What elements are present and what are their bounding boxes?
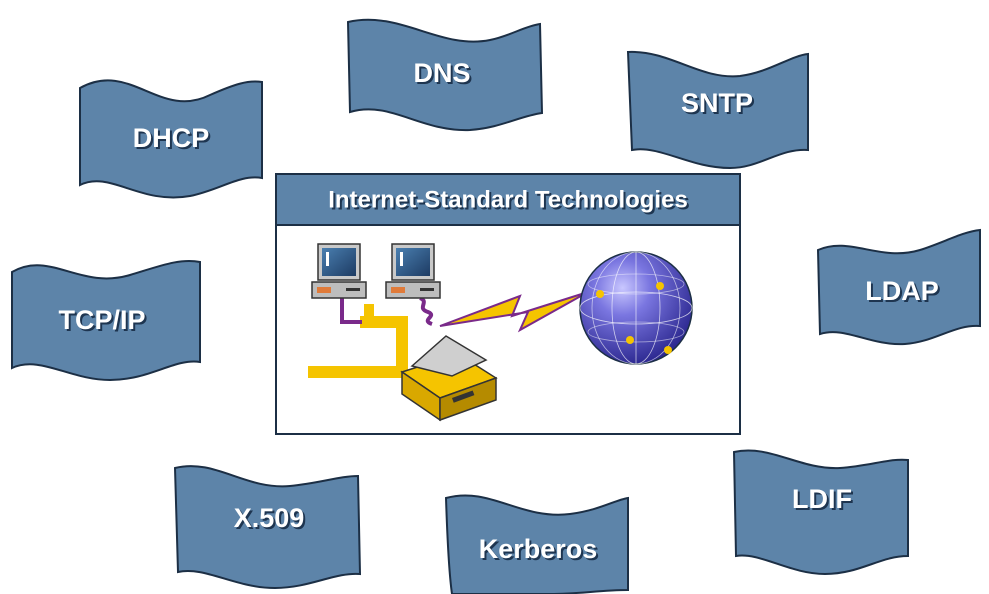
flag-tcpip: TCP/IP TCP/IP bbox=[11, 259, 201, 382]
svg-text:Internet-Standard Technologies: Internet-Standard Technologies bbox=[330, 188, 690, 215]
flag-dns: DNS DNS bbox=[346, 18, 544, 132]
flag-ldif: LDIF LDIF bbox=[732, 449, 909, 576]
flag-label: DHCP bbox=[133, 123, 210, 153]
svg-text:DHCP: DHCP bbox=[135, 125, 212, 155]
svg-text:LDIF: LDIF bbox=[794, 486, 854, 516]
flag-kerberos: Kerberos Kerberos bbox=[444, 494, 629, 594]
flag-label: Kerberos bbox=[479, 534, 598, 564]
svg-text:X.509: X.509 bbox=[236, 505, 307, 535]
flag-label: TCP/IP bbox=[58, 305, 145, 335]
printer-icon bbox=[400, 335, 498, 422]
flag-dhcp: DHCP DHCP bbox=[79, 79, 263, 199]
svg-text:DNS: DNS bbox=[415, 60, 472, 90]
flag-label: LDAP bbox=[865, 276, 939, 306]
flag-label: SNTP bbox=[681, 88, 753, 118]
center-panel: Internet-Standard Technologies Internet-… bbox=[275, 173, 741, 435]
svg-text:LDAP: LDAP bbox=[867, 278, 941, 308]
panel-title: Internet-Standard Technologies bbox=[328, 186, 688, 213]
flag-x509: X.509 X.509 bbox=[173, 465, 362, 590]
globe-icon bbox=[579, 251, 693, 365]
svg-text:TCP/IP: TCP/IP bbox=[60, 307, 147, 337]
flag-label: X.509 bbox=[234, 503, 305, 533]
flag-sntp: SNTP SNTP bbox=[626, 50, 809, 170]
svg-text:Kerberos: Kerberos bbox=[481, 536, 600, 566]
svg-text:SNTP: SNTP bbox=[683, 90, 755, 120]
flag-ldap: LDAP LDAP bbox=[816, 228, 981, 346]
flag-label: DNS bbox=[413, 58, 470, 88]
network-line bbox=[308, 304, 408, 378]
panel-title-bar bbox=[277, 175, 739, 225]
flag-label: LDIF bbox=[792, 484, 852, 514]
computer-icon bbox=[311, 243, 367, 299]
computer-icon bbox=[385, 243, 441, 299]
